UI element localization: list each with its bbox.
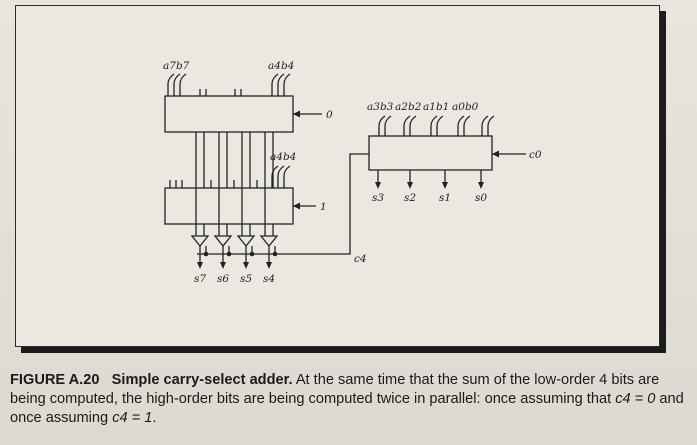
low-adder-input-wires <box>378 115 495 136</box>
carry-select-line <box>197 153 369 255</box>
low-sum-output-wires <box>377 170 482 184</box>
figure-frame <box>15 5 660 347</box>
label-a7b7: a7b7 <box>163 60 190 72</box>
label-a1b1: a1b1 <box>423 101 449 113</box>
label-c4: c4 <box>354 253 367 265</box>
caption-label: FIGURE A.20 <box>10 372 100 388</box>
figure-caption: FIGURE A.20 Simple carry-select adder. A… <box>10 371 690 428</box>
label-c0: c0 <box>529 149 542 161</box>
label-a0b0: a0b0 <box>452 101 479 113</box>
label-s1: s1 <box>439 192 451 204</box>
lower-to-mux-wires <box>203 224 274 236</box>
upper-carry-in-arrow <box>293 110 300 118</box>
label-carry-in-1: 1 <box>320 201 327 213</box>
low-carry-in-arrow <box>492 150 499 158</box>
label-a3b3: a3b3 <box>367 101 394 113</box>
select-junction-dot <box>203 251 209 257</box>
lower-adder-input-wires <box>169 165 291 188</box>
mux-s4 <box>259 235 279 248</box>
mux-group <box>190 235 279 248</box>
select-junction-dot <box>226 251 232 257</box>
caption-math-c4-zero: c4 = 0 <box>615 391 656 407</box>
label-s3: s3 <box>372 192 384 204</box>
label-s7: s7 <box>194 273 206 285</box>
high-sum-output-wires <box>199 246 270 265</box>
mux-s6 <box>213 235 233 248</box>
select-line-taps <box>205 246 276 254</box>
caption-math-c4-one: c4 = 1 <box>112 410 153 426</box>
upper-to-mux-wires <box>195 132 274 236</box>
label-a4b4-upper: a4b4 <box>268 60 294 72</box>
label-carry-in-0: 0 <box>326 109 333 121</box>
mux-s5 <box>236 235 256 248</box>
caption-title: Simple carry-select adder. <box>111 372 293 388</box>
select-junction-dot <box>249 251 255 257</box>
upper-adder-input-wires <box>167 73 291 96</box>
caption-text-middle: and once assuming <box>10 391 684 426</box>
lower-high-adder-block <box>164 187 294 225</box>
label-a4b4-lower: a4b4 <box>270 151 296 163</box>
upper-high-adder-block <box>164 95 294 133</box>
label-s0: s0 <box>475 192 487 204</box>
label-s6: s6 <box>217 273 229 285</box>
caption-text-after: . <box>152 410 157 426</box>
mux-s7 <box>190 235 210 248</box>
label-s4: s4 <box>263 273 275 285</box>
label-s2: s2 <box>404 192 416 204</box>
low-order-adder-block <box>368 135 493 171</box>
label-s5: s5 <box>240 273 252 285</box>
lower-carry-in-arrow <box>293 202 300 210</box>
caption-text-before: At the same time that the sum of the low… <box>10 372 660 407</box>
select-junction-dot <box>272 251 278 257</box>
label-a2b2: a2b2 <box>395 101 422 113</box>
